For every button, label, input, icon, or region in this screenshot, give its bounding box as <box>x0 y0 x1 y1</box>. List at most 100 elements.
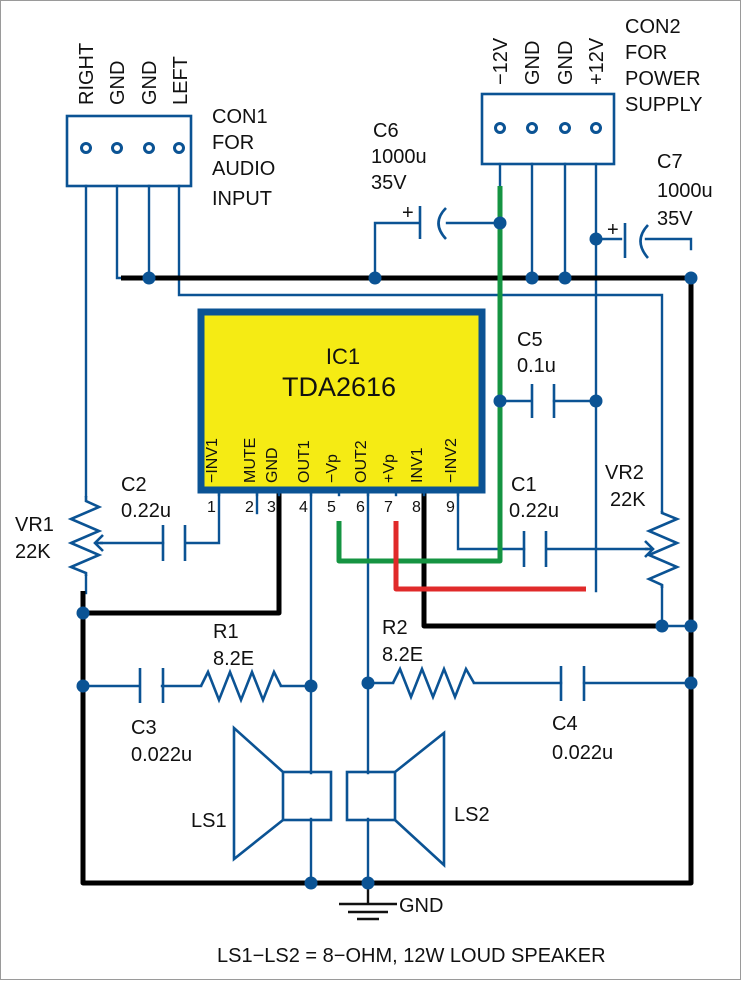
c5-plates <box>530 384 556 418</box>
junction-dot <box>558 271 572 285</box>
vr1-zigzag <box>67 496 103 576</box>
junction-dot <box>684 619 698 633</box>
ic1-pin-number-6: 6 <box>356 499 365 516</box>
positive-supply-wire <box>393 521 586 592</box>
vr1-wiper-arrow <box>93 534 104 552</box>
con1-connector: RIGHT GND GND LEFT CON1 FOR AUDIO INPUT <box>65 43 275 210</box>
ic1-pin-number-4: 4 <box>299 499 308 516</box>
vr2-ref: VR2 <box>605 462 644 484</box>
c5-capacitor: C5 0.1u <box>517 329 556 418</box>
ic1-pin-number-2: 2 <box>245 499 254 516</box>
ic1-pin-label-9: −INV2 <box>443 438 460 483</box>
junction-dot <box>304 876 318 890</box>
ls1-cone <box>232 725 284 862</box>
ground-wire-pin8 <box>421 493 662 629</box>
footnote: LS1−LS2 = 8−OHM, 12W LOUD SPEAKER <box>217 945 606 967</box>
junction-dot <box>361 676 375 690</box>
c3-ref: C3 <box>131 717 157 739</box>
c7-plus-sign: + <box>607 219 619 241</box>
ic1-pin-label-3: GND <box>264 447 281 483</box>
vr2-wiper-arrow <box>644 540 655 558</box>
junction-dot <box>76 606 90 620</box>
ic1-pin-number-7: 7 <box>384 499 393 516</box>
con2-desc-3: SUPPLY <box>625 94 702 116</box>
ls2-ref: LS2 <box>454 804 490 826</box>
c7-capacitor: + C7 1000u 35V <box>607 151 713 259</box>
c2-plates <box>161 525 187 561</box>
con1-pin-label-left: LEFT <box>170 56 192 105</box>
ground-icon <box>339 883 397 921</box>
con1-pin-gnd-1 <box>111 142 123 154</box>
junction-dots <box>76 216 698 890</box>
vr2-value: 22K <box>610 489 646 511</box>
ic1-pin-number-8: 8 <box>412 499 421 516</box>
con2-desc-1: FOR <box>625 42 667 64</box>
vr1-ref: VR1 <box>15 514 54 536</box>
ground-symbol: GND <box>339 883 443 921</box>
c7-ref: C7 <box>657 151 683 173</box>
junction-dot <box>589 394 603 408</box>
con2-ref: CON2 <box>625 16 681 38</box>
c2-capacitor: C2 0.22u <box>121 474 187 561</box>
c6-capacitor: + C6 1000u 35V <box>371 120 447 240</box>
wire-con1-gnd1 <box>115 184 125 280</box>
ic1-pin-label-7: +Vp <box>381 454 398 483</box>
con2-pin-label-gnd-1: GND <box>522 41 544 85</box>
ic1-part: TDA2616 <box>282 372 396 402</box>
c3-plates <box>138 668 165 703</box>
ground-wire-pin3 <box>83 493 282 616</box>
con1-pin-right <box>80 142 92 154</box>
ic1-pin-number-1: 1 <box>207 499 216 516</box>
c1-capacitor: C1 0.22u <box>509 474 559 567</box>
con2-pin-label-pos12v: +12V <box>586 37 608 85</box>
con2-pin-label-gnd-2: GND <box>555 41 577 85</box>
ls2-cone <box>394 730 446 868</box>
c2-value: 0.22u <box>121 500 171 522</box>
r2-value: 8.2E <box>382 644 423 666</box>
con2-pin-gnd-2 <box>559 122 571 134</box>
junction-dot <box>493 216 507 230</box>
c4-ref: C4 <box>552 713 578 735</box>
con1-pin-left <box>173 142 185 154</box>
wire-left-input <box>177 184 664 513</box>
r2-ref: R2 <box>382 617 408 639</box>
con2-connector: −12V GND GND +12V CON2 FOR POWER SUPPLY <box>480 16 702 166</box>
con2-pin-neg12v <box>494 122 506 134</box>
wire-vr2-bottom <box>660 584 693 628</box>
ls2-magnet <box>345 770 397 822</box>
c6-value: 1000u <box>371 146 427 168</box>
con2-pin-pos12v <box>590 122 602 134</box>
c5-ref: C5 <box>517 329 543 351</box>
ic1-pin-label-1: −INV1 <box>204 438 221 483</box>
c4-capacitor: C4 0.022u <box>552 666 613 764</box>
ls1-magnet <box>281 770 333 822</box>
junction-dot <box>493 394 507 408</box>
ls1-ref: LS1 <box>191 810 227 832</box>
con1-desc-2: AUDIO <box>212 158 275 180</box>
junction-dot <box>684 271 698 285</box>
ic1-pin-number-9: 9 <box>446 499 455 516</box>
junction-dot <box>142 271 156 285</box>
con1-pin-label-gnd-2: GND <box>139 61 161 105</box>
c6-plate-curved <box>437 207 447 240</box>
junction-dot <box>76 679 90 693</box>
c1-ref: C1 <box>511 474 537 496</box>
ic1-pin-number-5: 5 <box>327 499 336 516</box>
c4-value: 0.022u <box>552 742 613 764</box>
ls1-speaker: LS1 <box>191 725 333 862</box>
wire-c7-minus <box>644 237 693 251</box>
con2-desc-2: POWER <box>625 68 701 90</box>
c3-value: 0.022u <box>131 744 192 766</box>
junction-dot <box>684 676 698 690</box>
ic1-pin-label-8: INV1 <box>409 447 426 483</box>
c7-value: 1000u <box>657 180 713 202</box>
ic1-pin-number-3: 3 <box>267 499 276 516</box>
vr1-potentiometer: VR1 22K <box>15 496 104 576</box>
negative-supply-wire <box>336 186 503 564</box>
junction-dot <box>525 271 539 285</box>
